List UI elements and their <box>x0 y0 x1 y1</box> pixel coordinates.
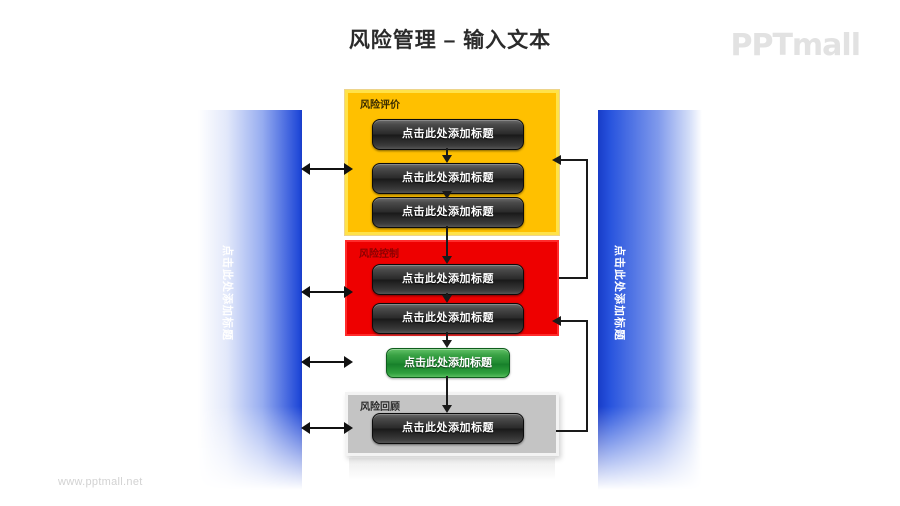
stage-control-label: 风险控制 <box>359 249 399 260</box>
side-panel-right[interactable]: 点击此处添加标题 <box>598 110 702 490</box>
loop-segment-bottom <box>559 277 588 279</box>
brand-logo: PPTmall <box>730 28 861 63</box>
double-headed-arrow-icon-control <box>301 286 353 298</box>
footer-url: www.pptmall.net <box>58 476 143 488</box>
node-button-assess-1[interactable]: 点击此处添加标题 <box>372 119 524 150</box>
double-headed-arrow-icon-assess <box>301 163 353 175</box>
loop-segment-vertical <box>586 320 588 432</box>
loop-segment-bottom <box>556 430 588 432</box>
node-button-assess-3[interactable]: 点击此处添加标题 <box>372 197 524 228</box>
loop-segment-top <box>560 320 588 322</box>
loop-segment-top <box>560 159 588 161</box>
node-button-assess-2[interactable]: 点击此处添加标题 <box>372 163 524 194</box>
down-arrow-icon-assess-to-control <box>442 226 452 264</box>
down-arrow-icon-assess-1-2 <box>442 148 452 163</box>
stage-review-label: 风险回顾 <box>360 402 400 413</box>
node-button-control-1[interactable]: 点击此处添加标题 <box>372 264 524 295</box>
page-title: 风险管理 – 输入文本 <box>348 29 552 52</box>
review-reflection <box>349 458 555 480</box>
stage-assess-label: 风险评价 <box>360 100 400 111</box>
loop-arrow-head <box>552 316 561 326</box>
double-headed-arrow-icon-action <box>301 356 353 368</box>
down-arrow-icon-control-1-2 <box>442 293 452 303</box>
node-button-review-1[interactable]: 点击此处添加标题 <box>372 413 524 444</box>
side-panel-right-label: 点击此处添加标题 <box>613 245 625 341</box>
side-panel-left-label: 点击此处添加标题 <box>221 245 233 341</box>
down-arrow-icon-control-to-action <box>442 332 452 348</box>
side-panel-left[interactable]: 点击此处添加标题 <box>198 110 302 490</box>
loop-arrow-head <box>552 155 561 165</box>
double-headed-arrow-icon-review <box>301 422 353 434</box>
loop-segment-vertical <box>586 159 588 278</box>
node-button-action[interactable]: 点击此处添加标题 <box>386 348 510 378</box>
down-arrow-icon-action-to-review <box>442 376 452 413</box>
node-button-control-2[interactable]: 点击此处添加标题 <box>372 303 524 334</box>
